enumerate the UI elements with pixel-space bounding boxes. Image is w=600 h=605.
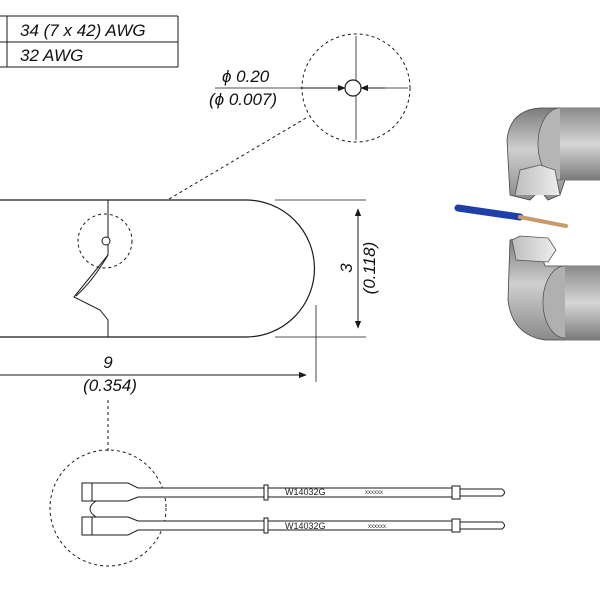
cartridge-top: W14032G xxxxxx bbox=[81, 482, 505, 502]
width-mm-label: 9 bbox=[103, 353, 113, 372]
hole-diameter-in: (ϕ 0.007) bbox=[209, 90, 277, 109]
cartridge-detail-circle bbox=[49, 449, 167, 567]
height-dimension: 3 (0.118) bbox=[275, 199, 379, 338]
spec-table: 34 (7 x 42) AWG 32 AWG bbox=[0, 15, 179, 68]
stripper-illustration bbox=[454, 107, 600, 341]
top-part-code: W14032G bbox=[285, 487, 326, 497]
height-in-label: (0.118) bbox=[360, 242, 379, 295]
cartridge-bottom: W14032G xxxxxx bbox=[81, 516, 505, 536]
hole-circle bbox=[344, 79, 362, 97]
bottom-part-code: W14032G bbox=[285, 521, 326, 531]
width-in-label: (0.354) bbox=[83, 376, 137, 395]
hole-mark bbox=[101, 236, 111, 246]
bottom-serial: xxxxxx bbox=[368, 524, 386, 530]
width-dimension: 9 (0.354) bbox=[0, 305, 317, 395]
hole-detail-view: ϕ 0.20 (ϕ 0.007) bbox=[209, 33, 411, 143]
blade-profile bbox=[0, 199, 316, 338]
top-serial: xxxxxx bbox=[365, 490, 383, 496]
hole-location-circle bbox=[77, 213, 133, 269]
hole-diameter-mm: ϕ 0.20 bbox=[222, 67, 270, 86]
wire-insulation bbox=[454, 204, 524, 221]
cartridge-joint bbox=[89, 500, 97, 518]
spec-row-1: 34 (7 x 42) AWG bbox=[20, 21, 146, 40]
height-mm-label: 3 bbox=[337, 263, 356, 273]
wire-conductor bbox=[518, 215, 568, 228]
spec-row-2: 32 AWG bbox=[20, 46, 83, 65]
